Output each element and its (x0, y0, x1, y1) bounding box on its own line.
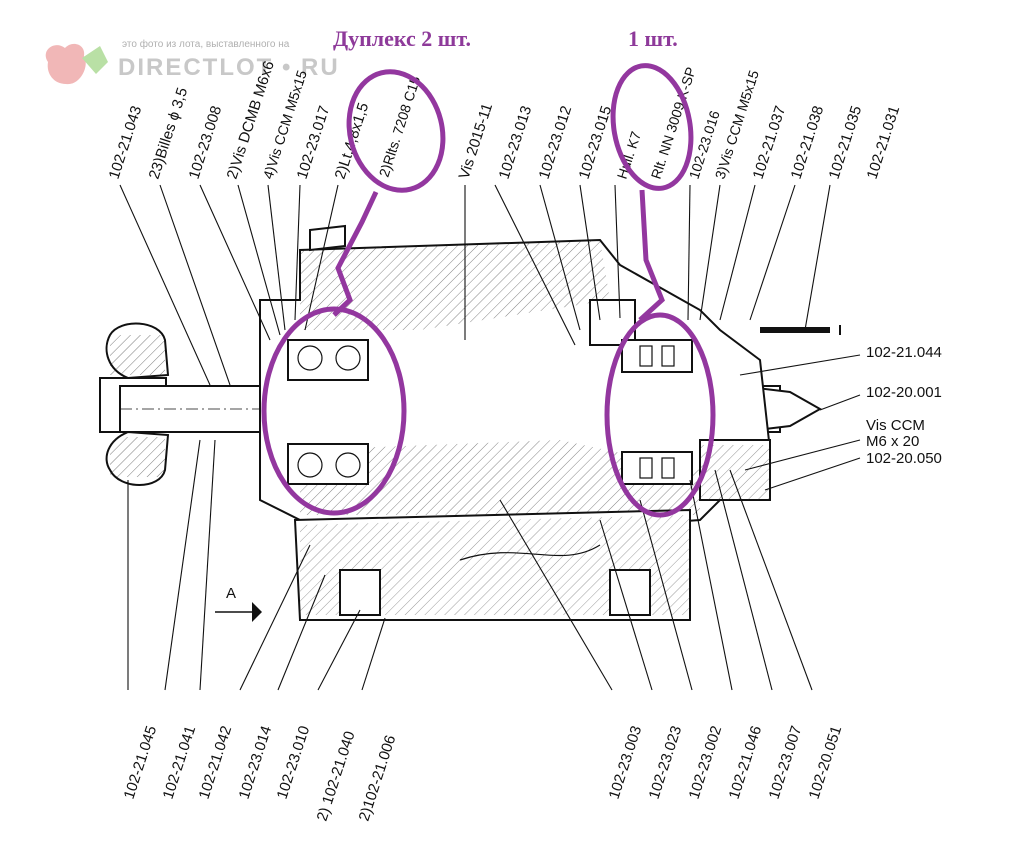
part-label: 102-23.023 (646, 724, 686, 801)
part-label: 102-23.002 (686, 724, 726, 801)
part-label: 102-21.043 (106, 104, 146, 181)
part-label: Vis 2015-11 (456, 101, 496, 181)
single-bearing-circle (604, 312, 716, 518)
single-note: 1 шт. (628, 26, 678, 51)
part-label: 102-23.010 (274, 724, 314, 801)
part-label: Vis CCM (866, 417, 925, 434)
part-label: 102-21.037 (750, 104, 790, 181)
single-pointer-line (638, 189, 665, 322)
highlight-marks (261, 63, 716, 518)
part-label: 102-21.041 (160, 724, 200, 801)
part-label: 102-23.003 (606, 724, 646, 801)
part-label: 2)102-21.006 (356, 733, 400, 823)
view-marker-label: A (226, 585, 236, 602)
housing (259, 224, 841, 621)
part-label: 102-23.007 (766, 724, 806, 801)
part-label: 2) 102-21.040 (314, 729, 359, 823)
part-label: 2)Rlts. 7208 C15 (376, 74, 424, 179)
part-label: 102-23.008 (186, 104, 226, 181)
part-label: 102-21.045 (121, 724, 161, 801)
part-label: 102-23.017 (294, 104, 334, 181)
part-label: 102-21.035 (826, 104, 866, 181)
part-label: 102-20.001 (866, 384, 942, 401)
watermark-caption: это фото из лота, выставленного на (122, 38, 290, 50)
part-label: 102-20.051 (806, 724, 846, 801)
part-label: 102-21.042 (196, 724, 236, 801)
part-label: 102-23.013 (496, 104, 536, 181)
part-label: 23)Billes ϕ 3,5 (146, 86, 192, 182)
part-label: 102-23.012 (536, 104, 576, 181)
leader-lines (119, 184, 861, 691)
part-label: 102-23.015 (576, 104, 616, 181)
duplex-bearings (287, 339, 369, 485)
right-labels: 102-21.044 102-20.001 Vis CCM M6 x 20 10… (866, 344, 942, 467)
squirrel-logo-icon (45, 43, 108, 85)
roller-bearing (621, 339, 693, 485)
part-label: 102-21.046 (726, 724, 766, 801)
part-label: 102-20.050 (866, 450, 942, 467)
part-label: 102-21.038 (788, 104, 828, 181)
duplex-bearing-circle (261, 306, 407, 516)
single-label-circle (610, 63, 694, 191)
duplex-pointer-line (332, 190, 379, 317)
duplex-note: Дуплекс 2 шт. (333, 26, 471, 51)
part-label: 102-21.044 (866, 344, 942, 361)
part-label: 102-21.031 (864, 104, 904, 181)
part-label: 102-23.014 (236, 724, 276, 801)
view-arrow-a: A (215, 585, 262, 622)
part-label: M6 x 20 (866, 433, 919, 450)
duplex-label-circle (346, 69, 446, 193)
watermark: это фото из лота, выставленного на DIREC… (45, 38, 340, 85)
watermark-brand: DIRECTLOT • RU (118, 54, 340, 81)
bottom-labels: 102-21.045 102-21.041 102-21.042 102-23.… (121, 724, 846, 823)
